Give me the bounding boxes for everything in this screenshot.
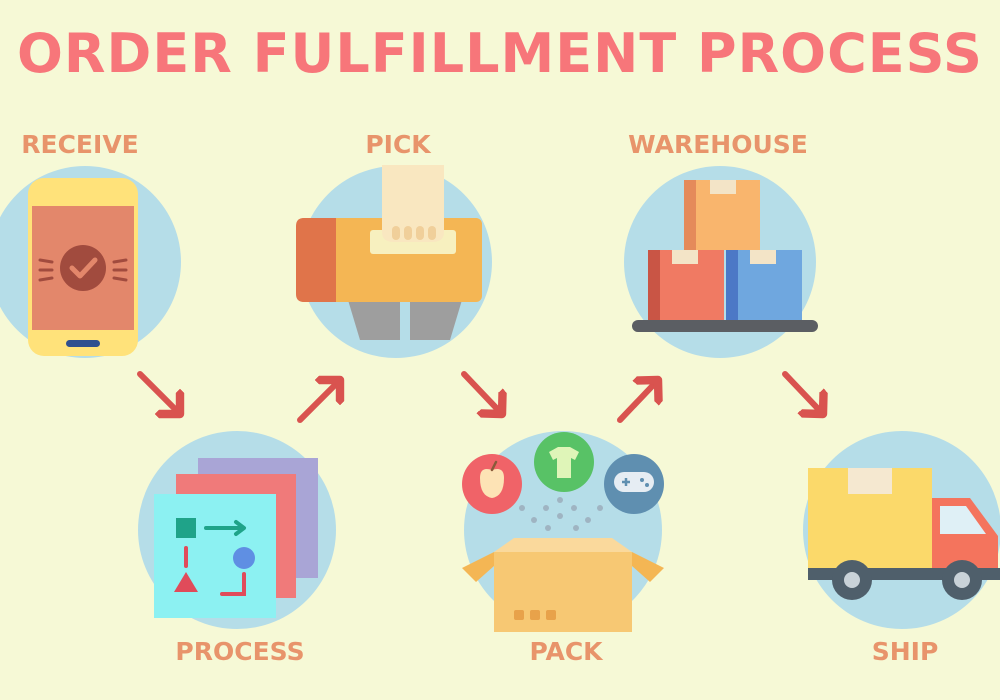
arrow-pack-to-warehouse bbox=[617, 380, 658, 423]
arrow-process-to-pick bbox=[297, 380, 340, 423]
step-label-ship: SHIP bbox=[871, 637, 939, 666]
page-title: ORDER FULFILLMENT PROCESS bbox=[17, 22, 983, 85]
step-label-warehouse: WAREHOUSE bbox=[628, 130, 808, 159]
flow-arrows bbox=[137, 371, 823, 423]
hand-carrying-box-icon bbox=[296, 165, 482, 340]
flowchart-documents-icon bbox=[154, 458, 318, 618]
step-label-pick: PICK bbox=[365, 130, 431, 159]
arrow-pick-to-pack bbox=[461, 371, 502, 414]
open-box-items-icon bbox=[462, 432, 664, 632]
stacked-boxes-pallet-icon bbox=[632, 180, 818, 332]
step-label-process: PROCESS bbox=[175, 637, 305, 666]
smartphone-check-icon bbox=[28, 178, 138, 356]
arrow-receive-to-process bbox=[137, 371, 180, 414]
delivery-truck-icon bbox=[808, 468, 1000, 600]
step-label-pack: PACK bbox=[529, 637, 603, 666]
step-label-receive: RECEIVE bbox=[21, 130, 139, 159]
arrow-warehouse-to-ship bbox=[782, 371, 823, 414]
